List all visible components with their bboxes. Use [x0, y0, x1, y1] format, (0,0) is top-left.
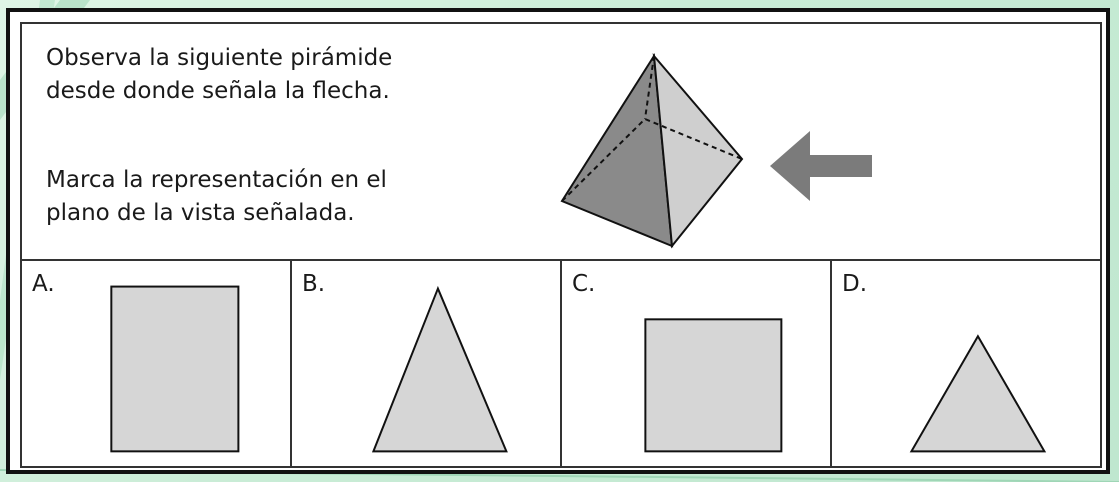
option-b-letter: B.	[302, 271, 326, 297]
pyramid-hidden-edges	[561, 117, 743, 202]
arrow-left-icon	[770, 131, 872, 201]
pyramid-figure	[560, 52, 872, 249]
question-panel: Observa la siguiente pirámide desde dond…	[20, 22, 1102, 259]
pyramid-left-face	[560, 52, 674, 248]
instruction-text-mark: Marca la representación en el plano de l…	[46, 167, 387, 226]
square-shape	[644, 318, 783, 453]
instruction-text-observe: Observa la siguiente pirámide desde dond…	[46, 45, 393, 104]
answer-options-row: A. B. C. D.	[20, 259, 1102, 468]
rectangle-shape	[110, 285, 240, 453]
option-c[interactable]: C.	[562, 261, 832, 466]
option-d-letter: D.	[842, 271, 868, 297]
option-b[interactable]: B.	[292, 261, 562, 466]
small-triangle-shape	[909, 334, 1047, 453]
option-a[interactable]: A.	[22, 261, 292, 466]
option-c-letter: C.	[572, 271, 596, 297]
pyramid-right-face	[652, 52, 744, 249]
option-a-letter: A.	[32, 271, 55, 297]
exercise-sheet: Observa la siguiente pirámide desde dond…	[6, 8, 1110, 474]
tall-triangle-shape	[371, 285, 508, 453]
option-d[interactable]: D.	[832, 261, 1100, 466]
